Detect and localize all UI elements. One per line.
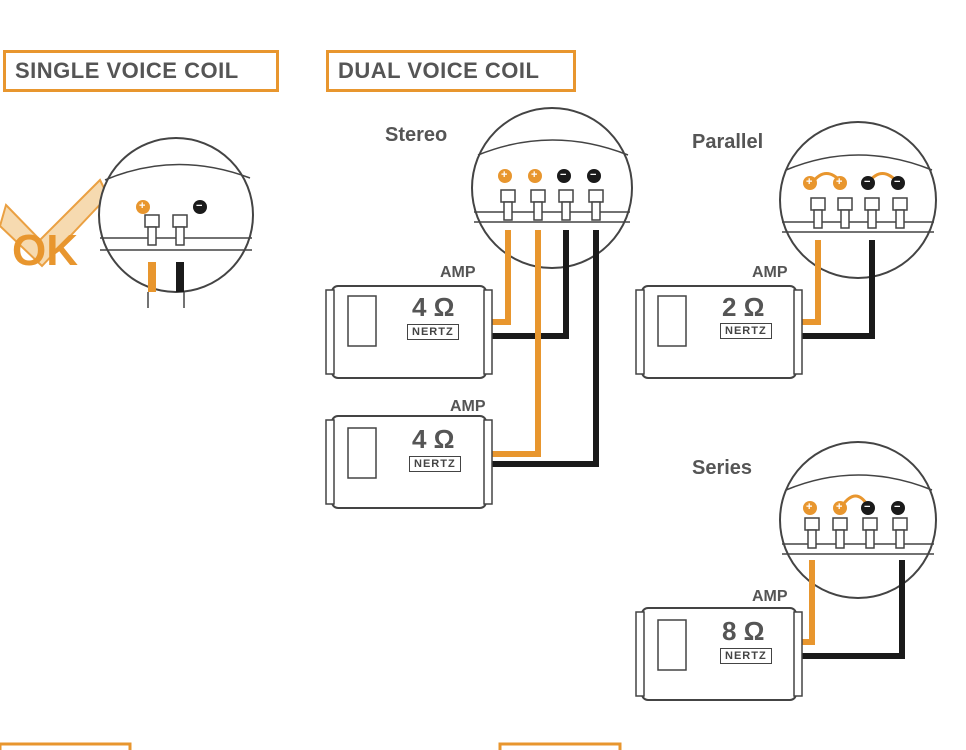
negative-terminal-icon bbox=[587, 169, 601, 183]
positive-terminal-icon bbox=[136, 200, 150, 214]
negative-terminal-icon bbox=[193, 200, 207, 214]
amp-impedance-2: 4 Ω bbox=[412, 424, 455, 454]
stereo-label: Stereo bbox=[385, 124, 448, 146]
amp-body-3 bbox=[635, 285, 803, 379]
amp-label-4: AMP bbox=[752, 588, 788, 605]
amp-brand-logo: NERTZ bbox=[409, 456, 461, 472]
single-coil-speaker bbox=[98, 137, 254, 308]
amp-brand-logo: NERTZ bbox=[720, 648, 772, 664]
negative-terminal-icon bbox=[891, 501, 905, 515]
negative-terminal-icon bbox=[891, 176, 905, 190]
amp-brand-logo: NERTZ bbox=[407, 324, 459, 340]
positive-terminal-icon bbox=[833, 501, 847, 515]
amp-label-1: AMP bbox=[440, 264, 476, 281]
amp-brand-logo: NERTZ bbox=[720, 323, 772, 339]
parallel-speaker bbox=[779, 121, 937, 279]
amp-body-4 bbox=[635, 607, 803, 701]
series-speaker bbox=[779, 441, 937, 599]
positive-terminal-icon bbox=[833, 176, 847, 190]
ok-mark: OK bbox=[12, 226, 78, 275]
dual-voice-coil-title: DUAL VOICE COIL bbox=[326, 50, 576, 92]
series-label: Series bbox=[692, 457, 753, 479]
positive-terminal-icon bbox=[803, 501, 817, 515]
stereo-speaker bbox=[471, 107, 633, 269]
positive-terminal-icon bbox=[528, 169, 542, 183]
amp-impedance-3: 2 Ω bbox=[722, 292, 765, 322]
single-voice-coil-title: SINGLE VOICE COIL bbox=[3, 50, 279, 92]
amp-label-3: AMP bbox=[752, 264, 788, 281]
amp-impedance-1: 4 Ω bbox=[412, 292, 455, 322]
amp-body-1 bbox=[325, 285, 493, 379]
positive-terminal-icon bbox=[803, 176, 817, 190]
parallel-label: Parallel bbox=[692, 131, 764, 153]
positive-terminal-icon bbox=[498, 169, 512, 183]
amp-label-2: AMP bbox=[450, 398, 486, 415]
negative-terminal-icon bbox=[861, 176, 875, 190]
negative-terminal-icon bbox=[557, 169, 571, 183]
amp-impedance-4: 8 Ω bbox=[722, 616, 765, 646]
negative-terminal-icon bbox=[861, 501, 875, 515]
